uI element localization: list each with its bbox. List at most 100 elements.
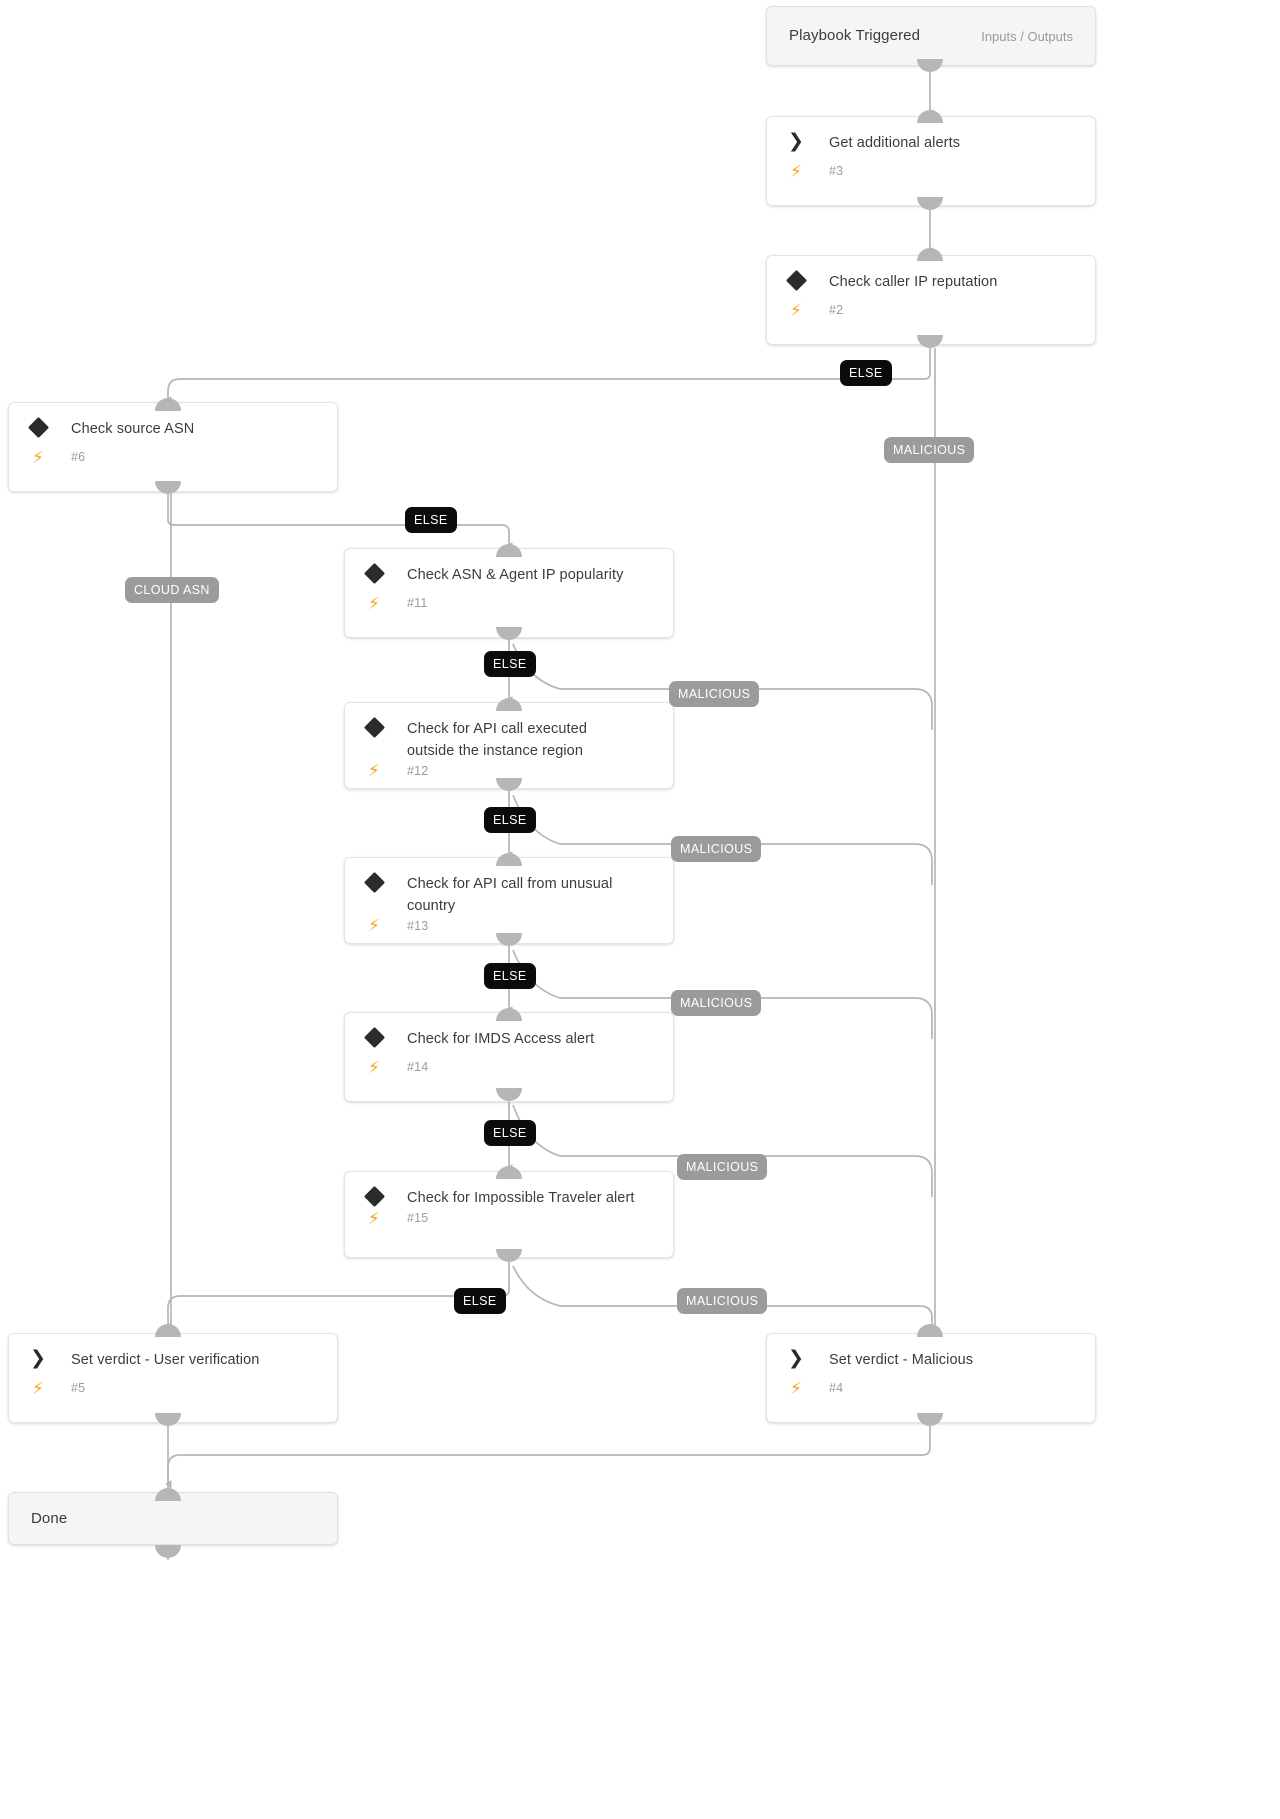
node-playbook-triggered[interactable]: Playbook Triggered Inputs / Outputs [766,6,1096,66]
node-header: Playbook Triggered Inputs / Outputs [767,7,1095,65]
edge-badge-malicious-n12[interactable]: MALICIOUS [671,836,762,862]
edge-badge-malicious-n2[interactable]: MALICIOUS [884,437,975,463]
port-in-n12 [496,698,522,711]
node-set-verdict-malicious[interactable]: ❯ Set verdict - Malicious ⚡ #4 [766,1333,1096,1423]
diamond-icon [363,871,385,894]
lightning-bolt-icon: ⚡ [368,1057,380,1077]
lightning-bolt-icon: ⚡ [32,1378,44,1398]
port-out-n2 [917,335,943,348]
node-number: #6 [71,450,86,464]
node-title: Check source ASN [71,421,195,437]
edge-badge-else-n13[interactable]: ELSE [484,963,536,989]
node-title: Done [31,1509,68,1527]
node-number: #14 [407,1060,429,1074]
node-header: ❯ Get additional alerts [767,117,1095,155]
port-in-n15 [496,1166,522,1179]
port-out-n12 [496,778,522,791]
port-in-done [155,1488,181,1501]
edge-badge-else-n11[interactable]: ELSE [484,651,536,677]
node-get-additional-alerts[interactable]: ❯ Get additional alerts ⚡ #3 [766,116,1096,206]
node-title: Check for IMDS Access alert [407,1031,595,1047]
edge-badge-else-n15[interactable]: ELSE [454,1288,506,1314]
node-footer: ⚡ #5 [9,1380,337,1411]
port-out-n3 [917,197,943,210]
port-in-n11 [496,544,522,557]
chevron-right-icon: ❯ [30,1347,46,1369]
port-out-n11 [496,627,522,640]
node-title: Check caller IP reputation [829,274,998,290]
lightning-bolt-icon: ⚡ [790,300,802,320]
node-check-source-asn[interactable]: Check source ASN ⚡ #6 [8,402,338,492]
port-out-n5 [155,1413,181,1426]
lightning-bolt-icon: ⚡ [368,761,380,780]
port-out-n14 [496,1088,522,1101]
edge-badge-malicious-n13[interactable]: MALICIOUS [671,990,762,1016]
diamond-icon [785,269,807,292]
node-footer: ⚡ #2 [767,302,1095,333]
node-footer: ⚡ #3 [767,163,1095,194]
node-set-verdict-user-verification[interactable]: ❯ Set verdict - User verification ⚡ #5 [8,1333,338,1423]
node-check-api-call-unusual-country[interactable]: Check for API call from unusual country … [344,857,674,944]
node-title: Check for Impossible Traveler alert [407,1190,635,1206]
node-check-api-call-outside-region[interactable]: Check for API call executed outside the … [344,702,674,789]
node-footer: ⚡ #6 [9,449,337,480]
node-title: Check for API call executed outside the … [407,721,588,759]
node-check-caller-ip-reputation[interactable]: Check caller IP reputation ⚡ #2 [766,255,1096,345]
node-number: #13 [407,918,429,933]
edge-badge-cloud-asn-n6[interactable]: CLOUD ASN [125,577,219,603]
node-number: #15 [407,1211,429,1225]
diamond-icon [27,416,49,439]
node-footer: ⚡ #13 [345,917,673,948]
node-header: ❯ Set verdict - Malicious [767,1334,1095,1372]
lightning-bolt-icon: ⚡ [32,447,44,467]
lightning-bolt-icon: ⚡ [790,1378,802,1398]
diamond-icon [363,716,385,739]
port-in-n3 [917,110,943,123]
node-title: Set verdict - User verification [71,1352,260,1368]
node-number: #3 [829,164,844,178]
lightning-bolt-icon: ⚡ [368,593,380,613]
chevron-right-icon: ❯ [788,1347,804,1369]
node-footer: ⚡ #14 [345,1059,673,1090]
port-out-n13 [496,933,522,946]
edge-badge-else-n14[interactable]: ELSE [484,1120,536,1146]
port-out-n6 [155,481,181,494]
node-header: ❯ Set verdict - User verification [9,1334,337,1372]
node-title: Set verdict - Malicious [829,1352,974,1368]
lightning-bolt-icon: ⚡ [790,161,802,181]
lightning-bolt-icon: ⚡ [368,1208,380,1228]
node-number: #11 [407,596,428,610]
diamond-icon [363,1026,385,1049]
node-header: Check source ASN [9,403,337,441]
node-check-impossible-traveler-alert[interactable]: Check for Impossible Traveler alert ⚡ #1… [344,1171,674,1258]
edge-badge-else-n12[interactable]: ELSE [484,807,536,833]
diamond-icon [363,1185,385,1208]
edge-badge-malicious-n14[interactable]: MALICIOUS [677,1154,768,1180]
port-out-trigger [917,59,943,72]
node-footer: ⚡ #4 [767,1380,1095,1411]
port-in-n5 [155,1324,181,1337]
chevron-right-icon: ❯ [788,130,804,152]
edge-badge-malicious-n11[interactable]: MALICIOUS [669,681,760,707]
node-header: Check for API call from unusual country [345,858,673,917]
node-check-asn-agent-ip-popularity[interactable]: Check ASN & Agent IP popularity ⚡ #11 [344,548,674,638]
lightning-bolt-icon: ⚡ [368,916,380,935]
node-footer: ⚡ #11 [345,595,673,626]
node-title: Playbook Triggered [789,27,921,45]
port-in-n4 [917,1324,943,1337]
inputs-outputs-label[interactable]: Inputs / Outputs [981,28,1073,44]
port-in-n13 [496,853,522,866]
node-header: Check ASN & Agent IP popularity [345,549,673,587]
port-out-n15 [496,1249,522,1262]
edge-badge-else-n2[interactable]: ELSE [840,360,892,386]
node-number: #5 [71,1381,86,1395]
edge-badge-malicious-n15[interactable]: MALICIOUS [677,1288,768,1314]
port-in-n2 [917,248,943,261]
node-title: Check ASN & Agent IP popularity [407,567,624,583]
port-in-n14 [496,1008,522,1021]
node-number: #12 [407,763,429,778]
node-footer: ⚡ #15 [345,1210,673,1241]
node-header: Done [9,1493,337,1544]
edge-badge-else-n6[interactable]: ELSE [405,507,457,533]
